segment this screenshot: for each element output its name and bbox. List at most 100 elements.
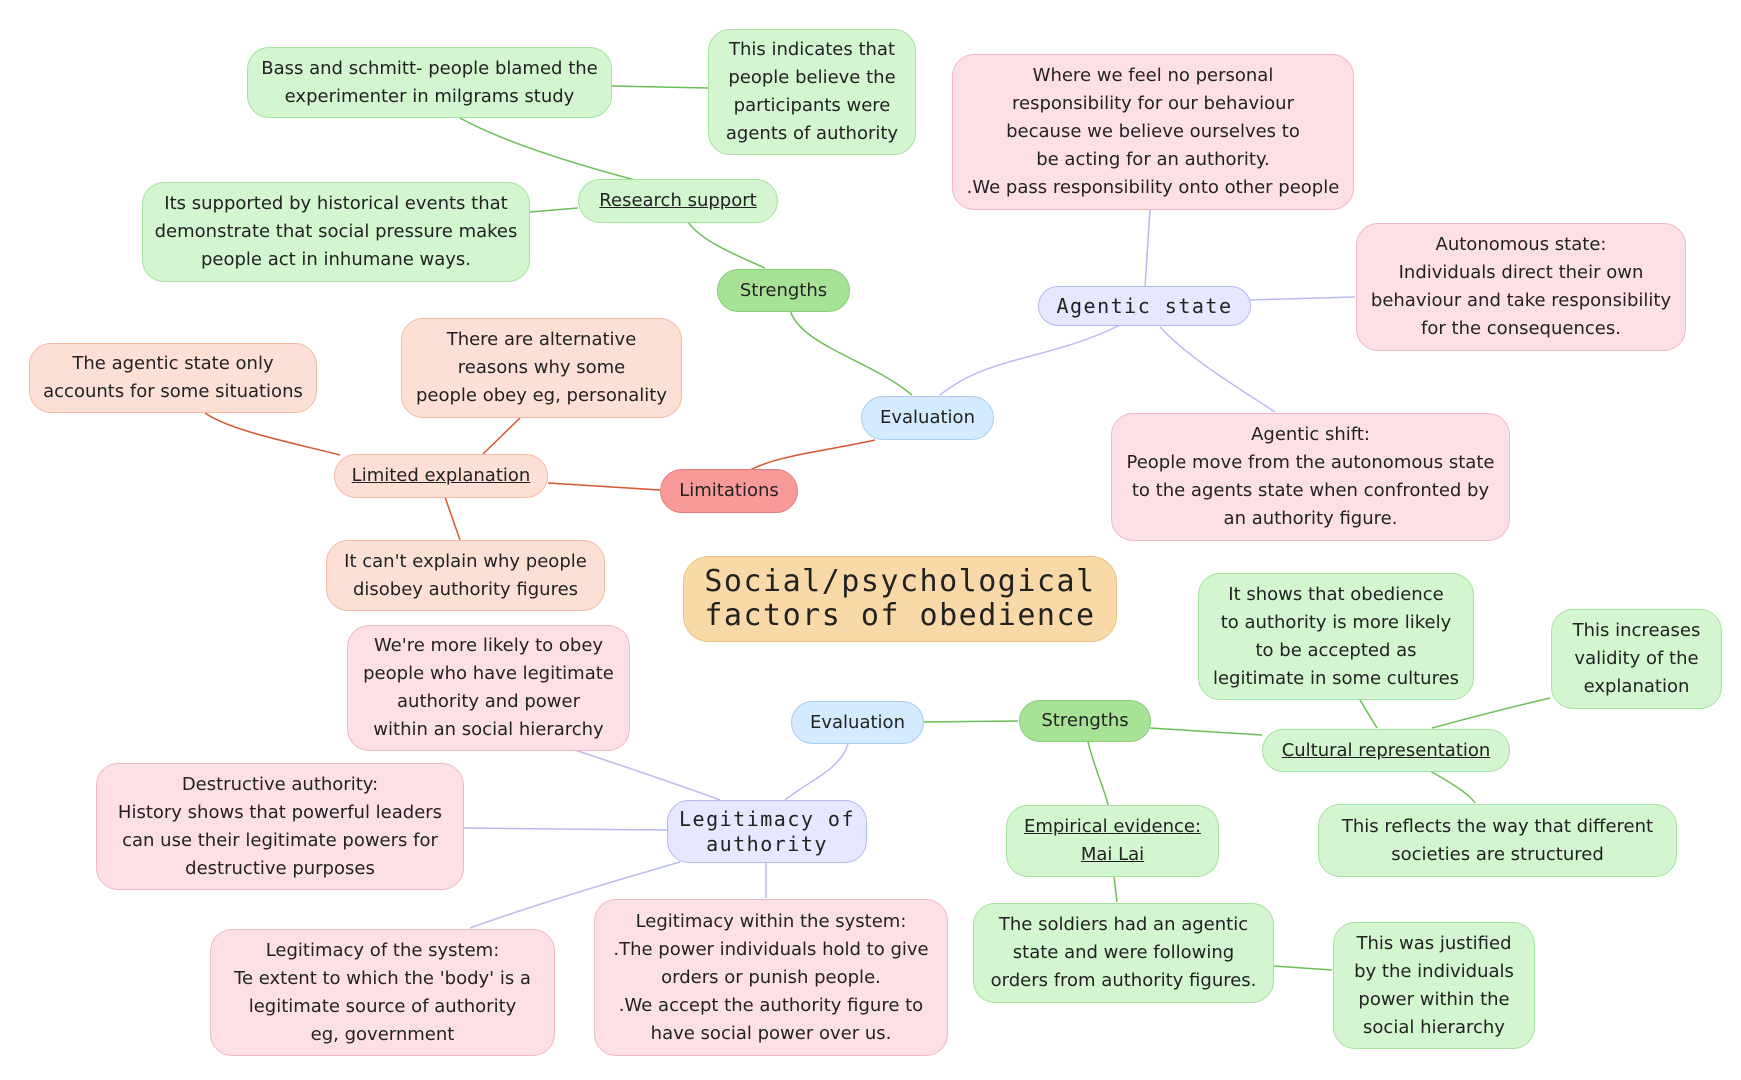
link-strengths-cultural <box>1149 727 1263 736</box>
legitimacy-of-system-node[interactable]: Legitimacy of the system: Te extent to w… <box>210 929 555 1056</box>
link-limited-alternative <box>481 417 521 456</box>
disobey-node[interactable]: It can't explain why people disobey auth… <box>326 540 605 611</box>
link-agentic-shift <box>1159 326 1276 413</box>
bass-schmitt-node[interactable]: Bass and schmitt- people blamed the expe… <box>247 47 612 118</box>
alternative-line-2: reasons why some <box>457 357 626 378</box>
of-system-line-4: eg, government <box>310 1023 455 1045</box>
link-cultural-validity <box>1431 697 1551 729</box>
agentic-strengths-node[interactable]: Strengths <box>717 269 850 312</box>
link-limited-disobey <box>444 496 461 541</box>
shows-line-3: to be accepted as <box>1255 639 1417 661</box>
agentic-definition-line-3: because we believe ourselves to <box>1006 121 1300 142</box>
validity-node[interactable]: This increases validity of the explanati… <box>1551 609 1722 709</box>
within-line-4: .We accept the authority figure to <box>618 994 924 1016</box>
more-likely-line-2: people who have legitimate <box>363 663 614 684</box>
destructive-authority-node[interactable]: Destructive authority: History shows tha… <box>96 763 464 890</box>
agentic-shift-node[interactable]: Agentic shift: People move from the auto… <box>1111 413 1510 541</box>
indicates-line-4: agents of authority <box>725 123 899 144</box>
alternative-line-3: people obey eg, personality <box>415 385 667 406</box>
agentic-definition-line-1: Where we feel no personal <box>1032 65 1274 86</box>
link-limited-onlysome <box>204 412 341 456</box>
within-line-5: have social power over us. <box>650 1022 892 1044</box>
only-some-node[interactable]: The agentic state only accounts for some… <box>29 343 317 413</box>
of-system-line-1: Legitimacy of the system: <box>265 939 500 961</box>
shows-line-1: It shows that obedience <box>1228 583 1444 605</box>
link-cultural-shows <box>1359 699 1378 729</box>
validity-line-1: This increases <box>1572 620 1701 641</box>
link-bass-indicates <box>611 85 709 89</box>
link-agentic-definition <box>1144 209 1151 288</box>
legitimacy-strengths-node[interactable]: Strengths <box>1019 700 1151 742</box>
shows-line-4: legitimate in some cultures <box>1212 667 1460 689</box>
agentic-state-topic[interactable]: Agentic state <box>1038 286 1251 326</box>
indicates-line-1: This indicates that <box>728 39 896 60</box>
link-legitimacy-evaluation <box>784 743 849 801</box>
legitimacy-topic-line-2: authority <box>706 831 828 856</box>
justified-node[interactable]: This was justified by the individuals po… <box>1333 922 1535 1049</box>
more-likely-node[interactable]: We're more likely to obey people who hav… <box>347 625 630 751</box>
link-evaluation-strengths-2 <box>919 720 1019 723</box>
reflects-line-1: This reflects the way that different <box>1341 815 1654 837</box>
destructive-line-4: destructive purposes <box>185 857 375 879</box>
research-support-node[interactable]: Research support <box>578 179 778 223</box>
within-line-2: .The power individuals hold to give <box>613 938 929 960</box>
indicates-line-3: participants were <box>733 95 891 116</box>
autonomous-line-2: Individuals direct their own <box>1398 262 1644 283</box>
soldiers-line-2: state and were following <box>1012 942 1235 963</box>
reflects-node[interactable]: This reflects the way that different soc… <box>1318 804 1677 877</box>
soldiers-node[interactable]: The soldiers had an agentic state and we… <box>973 903 1274 1003</box>
justified-line-3: power within the <box>1358 988 1510 1010</box>
legitimacy-topic[interactable]: Legitimacy of authority <box>667 800 867 863</box>
cultural-representation-node[interactable]: Cultural representation <box>1262 729 1510 772</box>
agentic-definition-node[interactable]: Where we feel no personal responsibility… <box>952 54 1354 210</box>
legitimacy-within-system-node[interactable]: Legitimacy within the system: .The power… <box>594 899 948 1056</box>
limited-explanation-label: Limited explanation <box>351 465 531 486</box>
link-legitimacy-morelikely <box>574 749 721 801</box>
disobey-line-2: disobey authority figures <box>352 578 579 600</box>
only-some-line-1: The agentic state only <box>72 353 274 374</box>
agentic-evaluation-node[interactable]: Evaluation <box>861 396 994 440</box>
reflects-line-2: societies are structured <box>1391 843 1604 865</box>
justified-line-4: social hierarchy <box>1363 1016 1505 1038</box>
central-topic[interactable]: Social/psychological factors of obedienc… <box>683 556 1117 642</box>
agentic-shift-line-1: Agentic shift: <box>1251 424 1370 445</box>
of-system-line-3: legitimate source of authority <box>248 995 517 1017</box>
legitimacy-evaluation-node[interactable]: Evaluation <box>791 701 924 744</box>
alternative-reasons-node[interactable]: There are alternative reasons why some p… <box>401 318 682 418</box>
disobey-line-1: It can't explain why people <box>344 550 587 572</box>
empirical-line-2: Mai Lai <box>1080 844 1145 865</box>
link-research-historical <box>529 207 579 213</box>
link-limitations-limited <box>547 482 661 491</box>
agentic-definition-line-2: responsibility for our behaviour <box>1012 93 1294 114</box>
link-research-bass <box>459 117 636 181</box>
indicates-line-2: people believe the <box>728 67 896 88</box>
autonomous-state-node[interactable]: Autonomous state: Individuals direct the… <box>1356 223 1686 351</box>
soldiers-line-1: The soldiers had an agentic <box>998 914 1249 935</box>
legitimacy-strengths-label: Strengths <box>1041 710 1129 731</box>
shows-obedience-node[interactable]: It shows that obedience to authority is … <box>1198 573 1474 700</box>
justified-line-2: by the individuals <box>1354 960 1514 982</box>
historical-line-3: people act in inhumane ways. <box>200 249 472 270</box>
historical-events-node[interactable]: Its supported by historical events that … <box>142 182 530 282</box>
legitimacy-topic-line-1: Legitimacy of <box>678 806 856 831</box>
more-likely-line-4: within an social hierarchy <box>373 719 604 740</box>
agentic-strengths-label: Strengths <box>739 279 828 301</box>
more-likely-line-3: authority and power <box>397 691 580 712</box>
link-strengths-empirical <box>1087 741 1109 806</box>
limited-explanation-node[interactable]: Limited explanation <box>334 454 548 498</box>
link-empirical-soldiers <box>1113 875 1118 903</box>
central-topic-line-2: factors of obedience <box>704 598 1096 633</box>
more-likely-line-1: We're more likely to obey <box>373 635 604 656</box>
agentic-state-label: Agentic state <box>1056 294 1233 318</box>
link-soldiers-justified <box>1272 965 1333 971</box>
indicates-node[interactable]: This indicates that people believe the p… <box>708 29 916 155</box>
link-cultural-reflects <box>1429 770 1476 804</box>
destructive-line-1: Destructive authority: <box>181 773 379 795</box>
of-system-line-2: Te extent to which the 'body' is a <box>234 967 531 989</box>
empirical-evidence-node[interactable]: Empirical evidence: Mai Lai <box>1006 805 1219 877</box>
within-line-1: Legitimacy within the system: <box>635 910 907 932</box>
alternative-line-1: There are alternative <box>446 329 637 350</box>
central-topic-line-1: Social/psychological <box>704 564 1096 599</box>
limitations-node[interactable]: Limitations <box>660 469 798 513</box>
